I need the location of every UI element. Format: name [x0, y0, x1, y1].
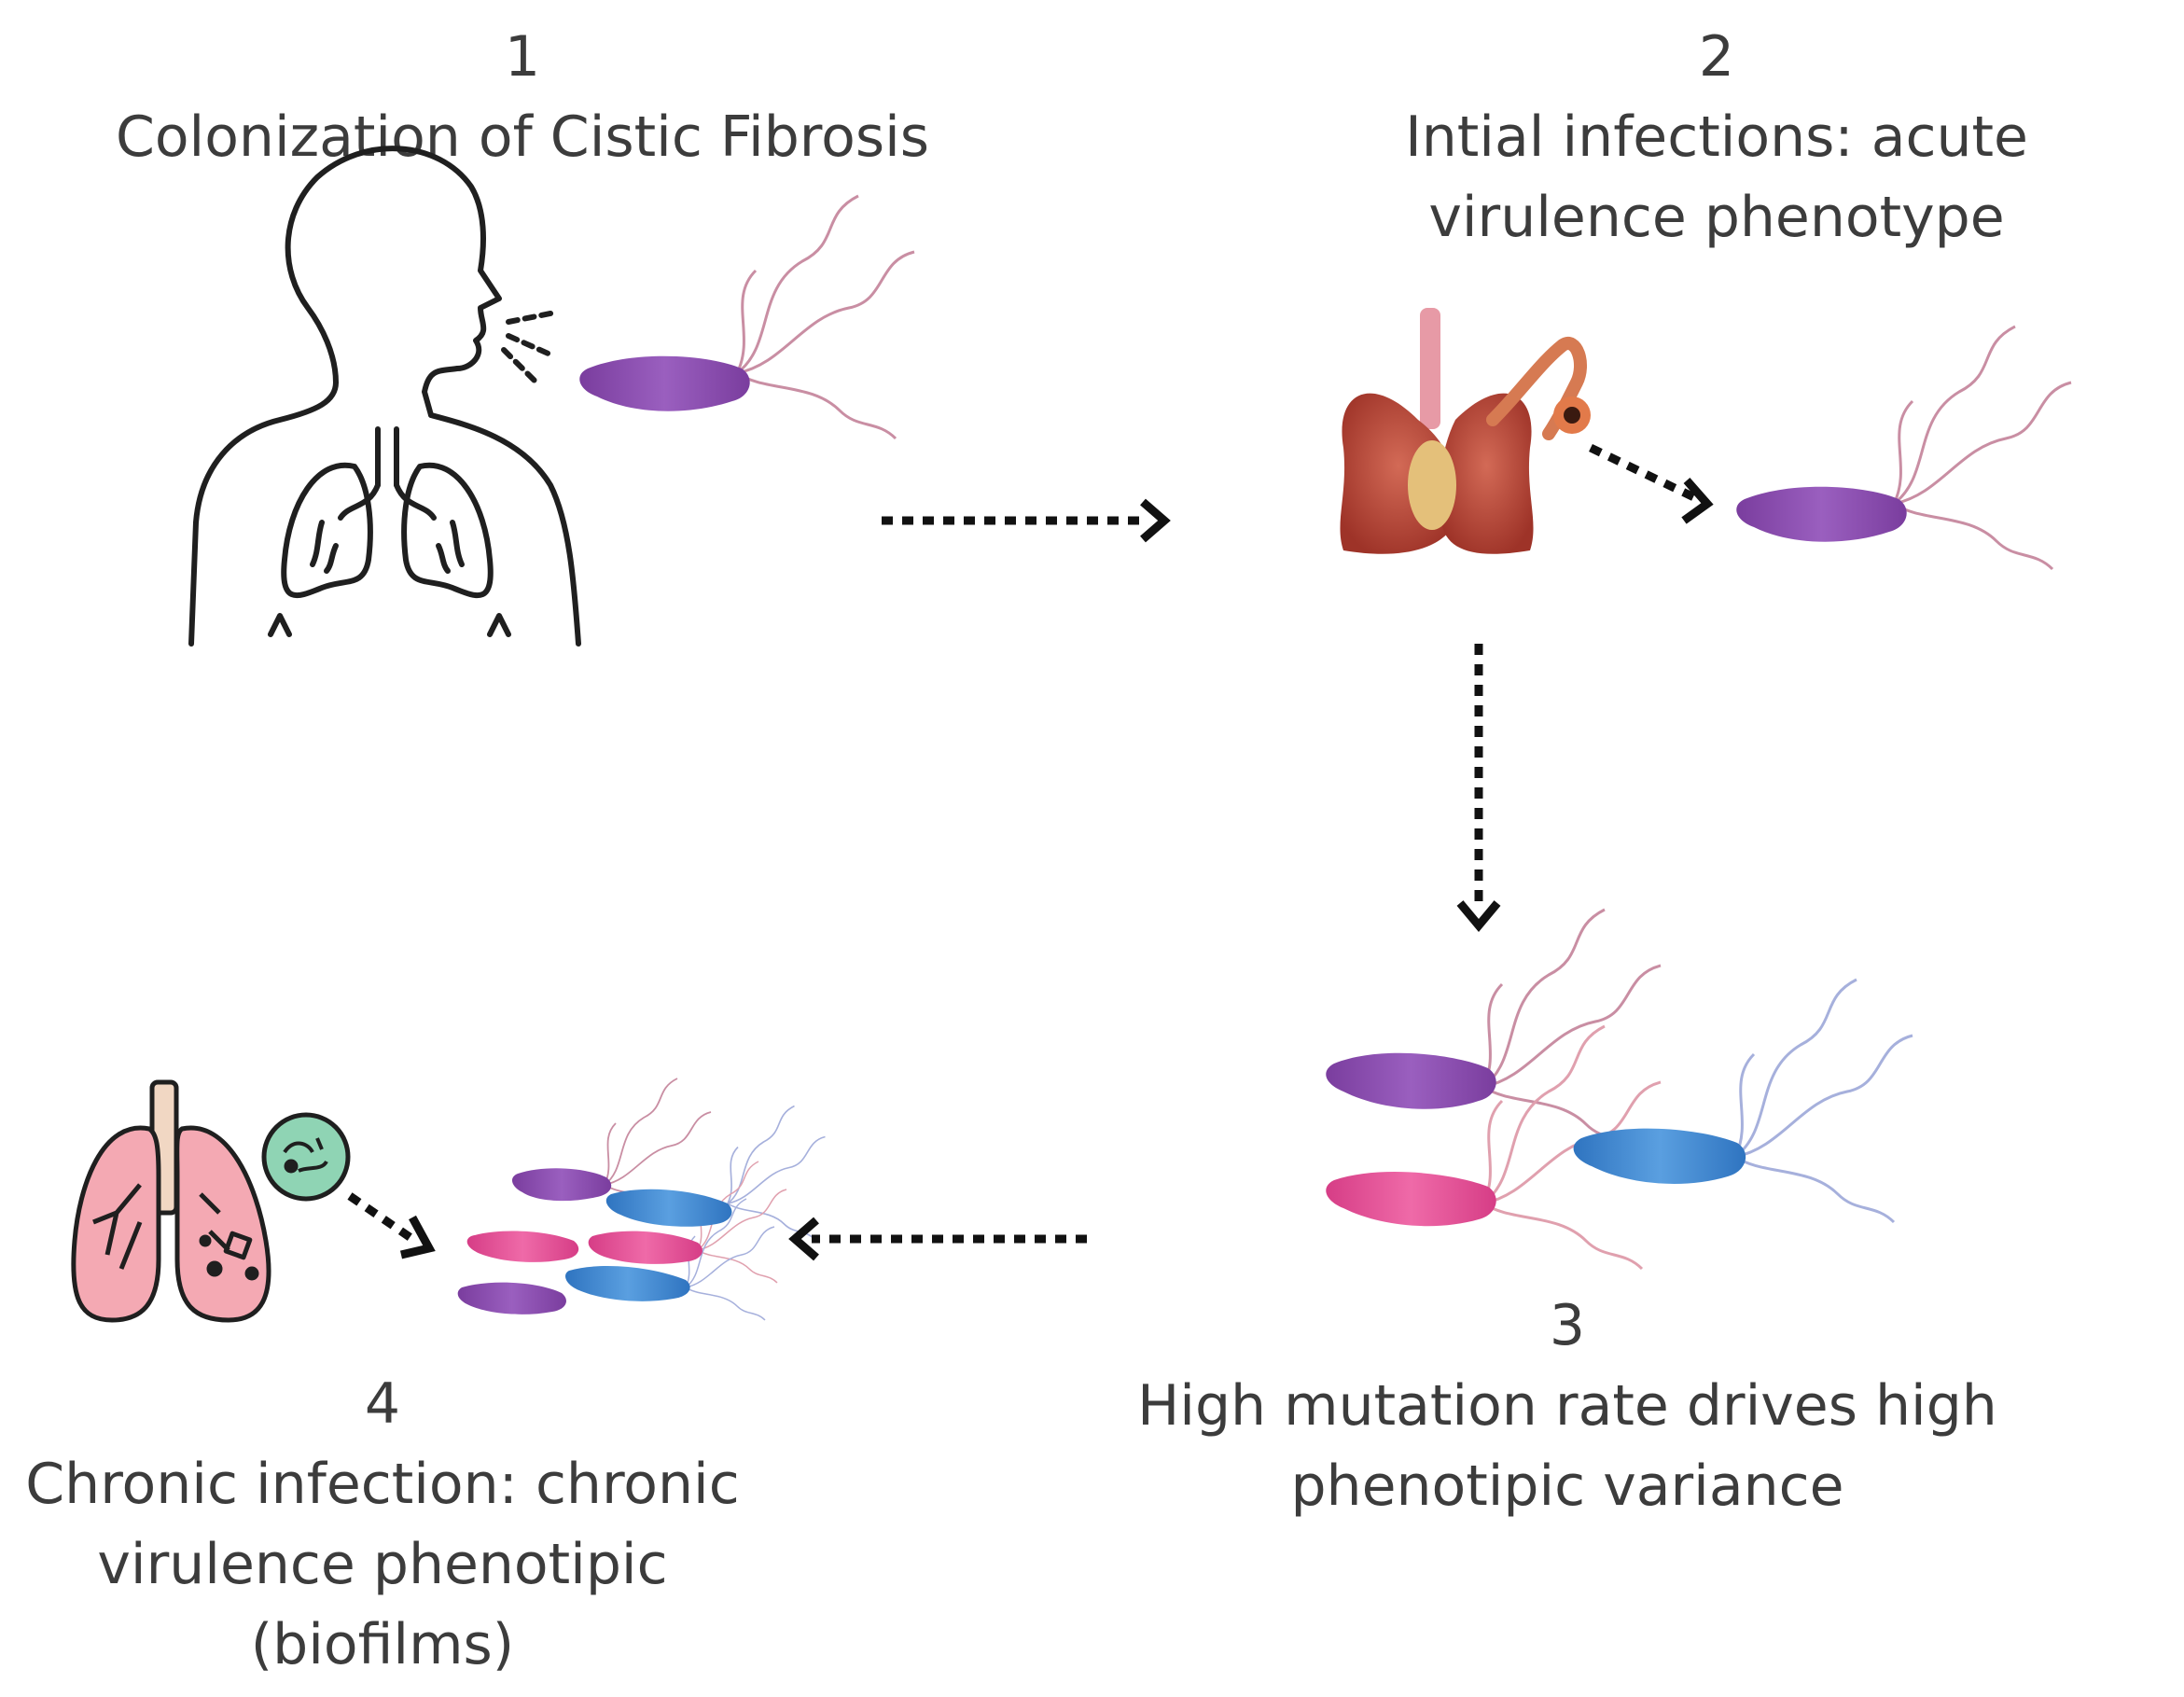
- step-4-title: Chronic infection: chronic virulence phe…: [25, 1452, 740, 1677]
- arrow-lungs-to-biofilm: [347, 1192, 436, 1259]
- arrow-step3-to-step4: [788, 1217, 1087, 1261]
- arrow-lungs-to-bacterium: [1589, 443, 1714, 524]
- biofilm-bacteria-cluster-icon: [457, 1078, 827, 1321]
- human-silhouette-icon: [188, 146, 581, 647]
- step-3-label: 3 High mutation rate drives high phenoti…: [1120, 1286, 2015, 1526]
- step-1-title: Colonization of Cistic Fibrosis: [115, 104, 930, 170]
- anatomical-lungs-icon: [1340, 308, 1591, 554]
- cartoon-lungs-icon: [71, 1079, 351, 1323]
- step-3-number: 3: [1549, 1293, 1586, 1358]
- bacterium-pink-icon: [1326, 1024, 1662, 1271]
- bacterium-purple-icon: [1736, 325, 2073, 571]
- arrow-step2-to-step3: [1456, 644, 1501, 933]
- step-1-label: 1 Colonization of Cistic Fibrosis: [75, 17, 970, 177]
- step-2-title: Intial infections: acute virulence pheno…: [1405, 104, 2028, 250]
- bacterium-purple-icon: [579, 194, 916, 440]
- bacterium-blue-icon: [1573, 978, 1914, 1224]
- step-3-title: High mutation rate drives high phenotipi…: [1137, 1373, 1997, 1519]
- step-4-label: 4 Chronic infection: chronic virulence p…: [9, 1364, 756, 1685]
- arrow-step1-to-step2: [882, 498, 1171, 543]
- bacterium-purple-icon: [1326, 908, 1662, 1154]
- step-2-label: 2 Intial infections: acute virulence phe…: [1269, 17, 2164, 257]
- step-4-number: 4: [364, 1371, 401, 1437]
- step-2-number: 2: [1698, 24, 1735, 90]
- step-1-number: 1: [504, 24, 541, 90]
